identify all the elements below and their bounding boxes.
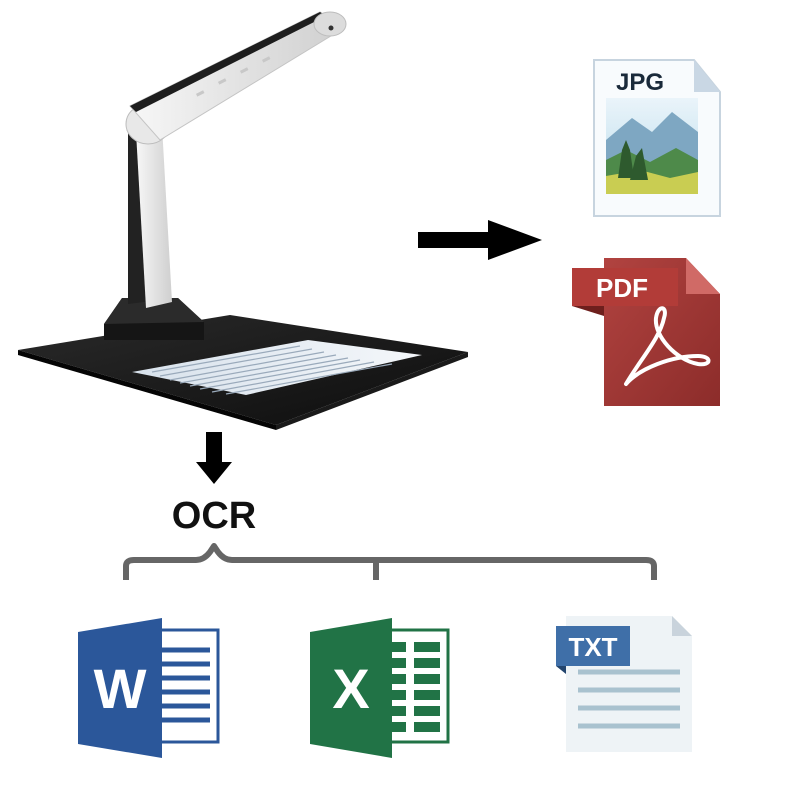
jpg-file-icon: JPG [593, 59, 721, 217]
jpg-label: JPG [616, 69, 664, 96]
scanner-illustration [18, 11, 468, 430]
pdf-file-icon: PDF [572, 258, 720, 406]
scanner-buttons [195, 56, 271, 97]
pdf-label: PDF [596, 273, 648, 303]
word-icon: W [78, 618, 220, 758]
output-bracket [123, 543, 657, 580]
txt-file-icon: TXT [556, 616, 692, 752]
word-letter: W [94, 657, 147, 720]
down-arrow-icon [196, 432, 232, 484]
scanner-column [136, 126, 172, 308]
scanner-arm [129, 11, 345, 141]
acrobat-logo-icon [624, 306, 711, 386]
excel-letter: X [332, 657, 369, 720]
document-text-lines [151, 345, 393, 395]
right-arrow-icon [418, 220, 542, 260]
ocr-label: OCR [172, 495, 256, 537]
txt-label: TXT [568, 632, 617, 662]
excel-icon: X [310, 618, 450, 758]
scanned-document [132, 340, 422, 395]
